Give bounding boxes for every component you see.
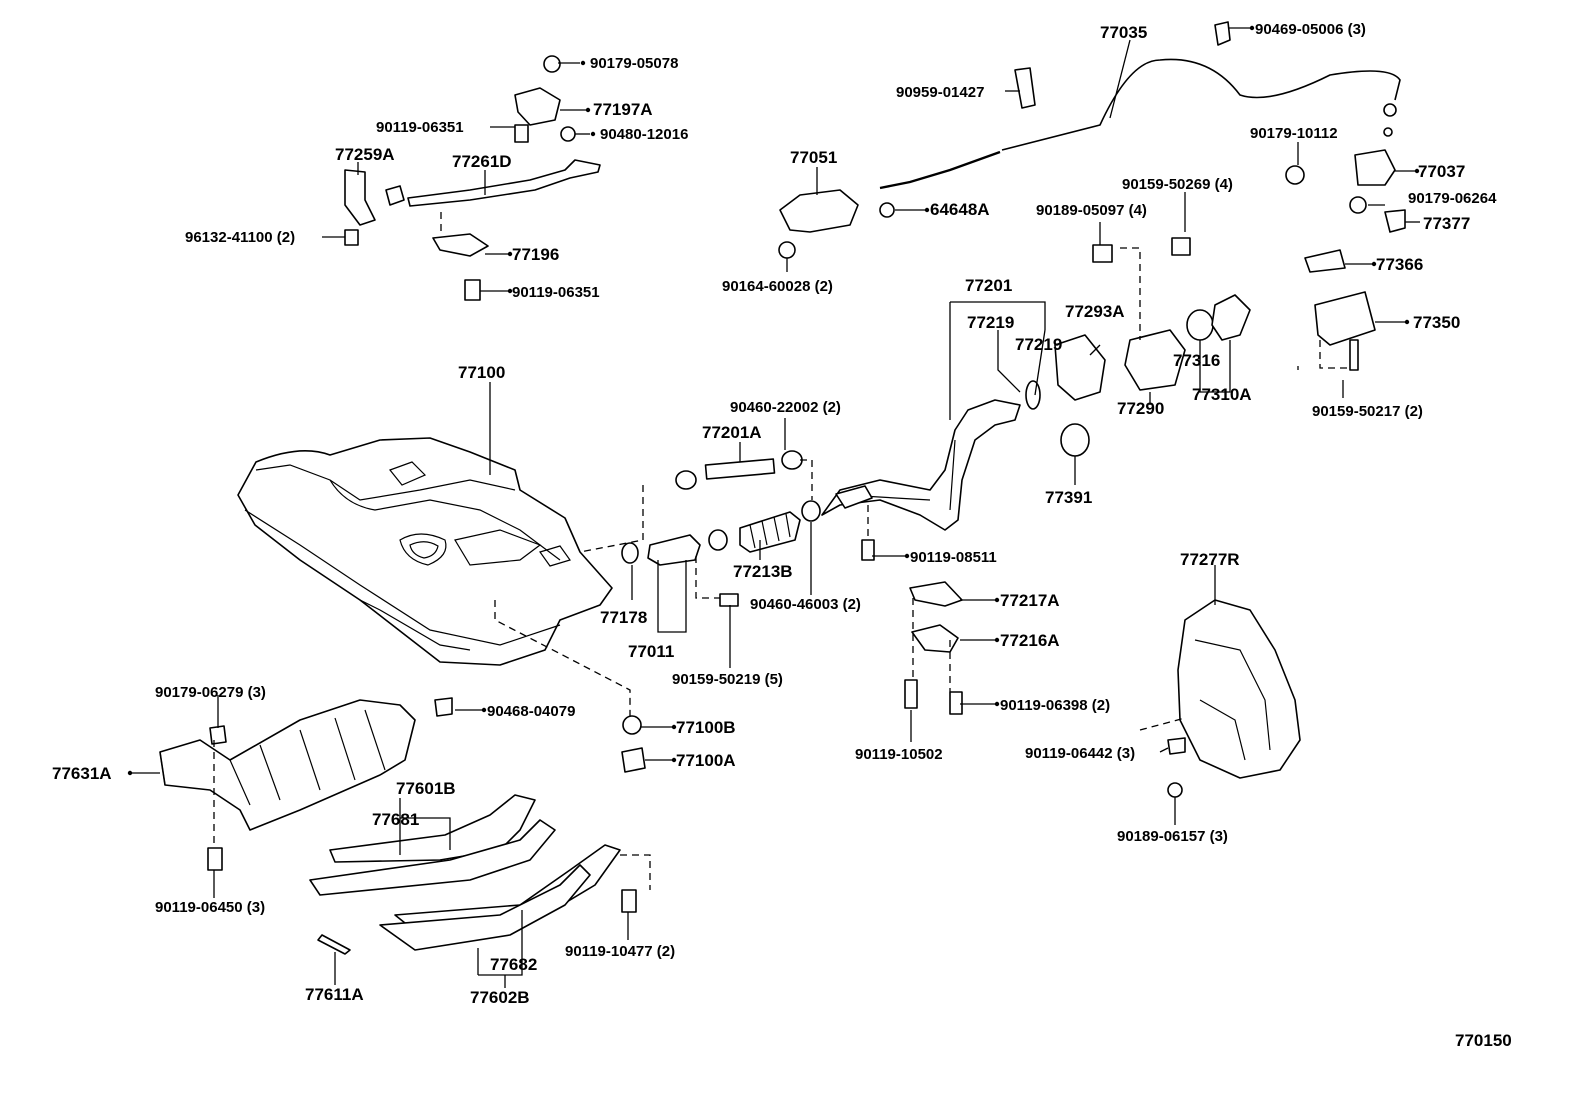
label-90179-10112: 90179-10112 [1250,125,1338,142]
opener-cable-part [879,21,1401,190]
label-90119-06442: 90119-06442 (3) [1025,745,1135,762]
label-77611A: 77611A [305,985,364,1004]
label-64648A: 64648A [930,200,990,219]
label-77100B: 77100B [676,718,736,737]
label-77277R: 77277R [1180,550,1240,569]
mount-bracket-parts [207,539,963,913]
label-77217A: 77217A [1000,591,1060,610]
label-77011: 77011 [628,642,674,661]
heat-insulator-part [159,699,416,831]
label-77261D: 77261D [452,152,512,171]
label-77682: 77682 [490,955,537,974]
label-90119-06450: 90119-06450 (3) [155,899,265,916]
protector-part [1167,599,1301,798]
label-90119-06398: 90119-06398 (2) [1000,697,1110,714]
label-77290: 77290 [1117,399,1164,418]
label-90468-04079: 90468-04079 [487,703,575,720]
label-77350: 77350 [1413,313,1460,332]
fuel-lid-parts [1285,149,1406,371]
label-90164-60028: 90164-60028 (2) [722,278,833,295]
label-77178: 77178 [600,608,647,627]
label-77219-left: 77219 [967,313,1014,332]
label-90179-06279: 90179-06279 (3) [155,684,266,701]
label-77293A: 77293A [1065,302,1125,321]
label-77366: 77366 [1376,255,1423,274]
label-90119-06351-top: 90119-06351 [376,119,464,136]
part-labels: 90179-05078 77197A 90119-06351 90480-120… [52,21,1512,1050]
label-90159-50269: 90159-50269 (4) [1122,176,1233,193]
label-90179-05078: 90179-05078 [590,55,678,72]
label-77219-right: 77219 [1015,335,1062,354]
vent-tube-parts [344,55,601,301]
label-77216A: 77216A [1000,631,1060,650]
label-90159-50217: 90159-50217 (2) [1312,403,1423,420]
hose-parts [621,450,873,566]
label-77100A: 77100A [676,751,736,770]
label-77197A: 77197A [593,100,653,119]
label-90460-22002: 90460-22002 (2) [730,399,841,416]
label-77316: 77316 [1173,351,1220,370]
label-90119-10477: 90119-10477 (2) [565,943,675,960]
label-90119-10502: 90119-10502 [855,746,943,763]
label-77259A: 77259A [335,145,395,164]
tank-band-parts [309,794,621,955]
label-77391: 77391 [1045,488,1092,507]
label-90189-06157: 90189-06157 (3) [1117,828,1228,845]
label-77601B: 77601B [396,779,456,798]
label-77035: 77035 [1100,23,1147,42]
diagram-id-label: 770150 [1455,1031,1512,1050]
filler-housing-parts [1025,237,1251,457]
label-96132-41100: 96132-41100 (2) [185,229,295,246]
assembly-lines [213,212,1350,890]
label-90159-50219: 90159-50219 (5) [672,671,783,688]
leader-dots [127,25,1420,776]
label-77310A: 77310A [1192,385,1252,404]
fuel-tank-part [237,437,613,666]
label-90469-05006: 90469-05006 (3) [1255,21,1366,38]
label-77201A: 77201A [702,423,762,442]
label-90959-01427: 90959-01427 [896,84,984,101]
label-77196: 77196 [512,245,559,264]
label-90189-05097: 90189-05097 (4) [1036,202,1147,219]
label-90119-08511: 90119-08511 [910,549,997,566]
label-77213B: 77213B [733,562,793,581]
label-90460-46003: 90460-46003 (2) [750,596,861,613]
label-77100: 77100 [458,363,505,382]
label-90119-06351-bottom: 90119-06351 [512,284,600,301]
label-90480-12016: 90480-12016 [600,126,688,143]
opener-bracket-part [778,189,895,259]
label-77201: 77201 [965,276,1012,295]
label-77377: 77377 [1423,214,1470,233]
label-90179-06264: 90179-06264 [1408,190,1497,207]
label-77631A: 77631A [52,764,112,783]
label-77681: 77681 [372,810,419,829]
label-77037: 77037 [1418,162,1465,181]
leader-lines [128,27,1420,988]
filler-pipe-part [821,399,1021,531]
label-77051: 77051 [790,148,837,167]
label-77602B: 77602B [470,988,530,1007]
